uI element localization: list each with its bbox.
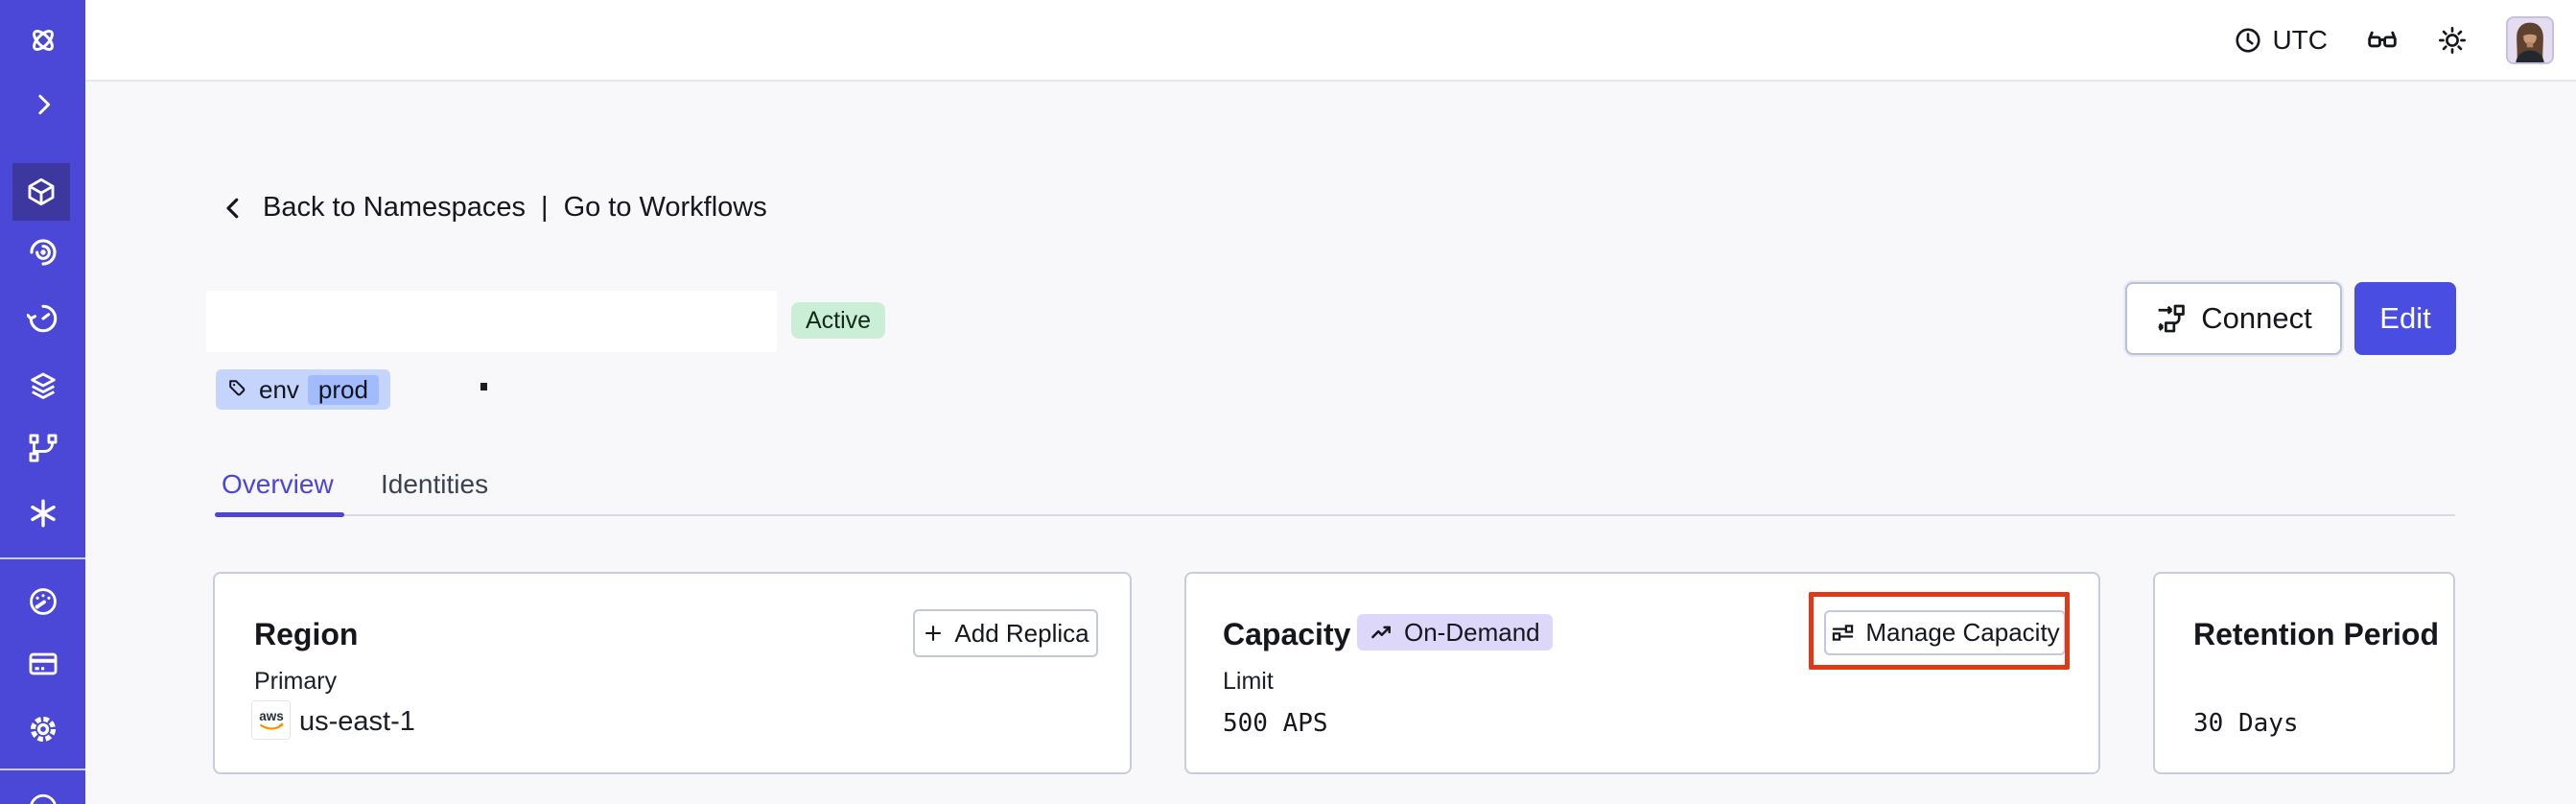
sidebar: [0, 0, 85, 804]
back-chevron-icon[interactable]: [219, 194, 247, 223]
region-card-title: Region: [254, 617, 359, 651]
region-card: Region Add Replica Primary aws us-east-1: [213, 572, 1132, 774]
timezone-selector[interactable]: UTC: [2234, 25, 2328, 56]
add-replica-label: Add Replica: [954, 618, 1089, 648]
ondemand-badge-label: On-Demand: [1404, 617, 1540, 647]
sidebar-item-billing[interactable]: [0, 635, 85, 693]
sidebar-item-monitor[interactable]: [0, 224, 85, 281]
tag-value-chip: prod: [307, 374, 379, 405]
gear-icon: [30, 716, 56, 743]
text-artifact-dot: [480, 383, 487, 390]
plus-icon: [922, 622, 945, 645]
sidebar-item-schedules[interactable]: [0, 290, 85, 347]
sliders-icon: [1830, 620, 1856, 646]
namespace-tag[interactable]: env prod: [216, 369, 390, 410]
spiral-icon: [29, 239, 57, 266]
sidebar-divider: [0, 769, 85, 770]
branch-icon: [29, 434, 57, 462]
trend-up-icon: [1370, 620, 1395, 646]
svg-text:aws: aws: [259, 709, 284, 723]
manage-capacity-button[interactable]: Manage Capacity: [1824, 610, 2066, 655]
light-mode-sun-icon[interactable]: [2437, 25, 2468, 56]
breadcrumb-workflows-link[interactable]: Go to Workflows: [563, 192, 767, 223]
capacity-limit-value: 500 APS: [1223, 709, 1328, 738]
sidebar-item-pipelines[interactable]: [0, 419, 85, 477]
clock-retry-icon: [26, 304, 57, 333]
add-replica-button[interactable]: Add Replica: [913, 609, 1098, 657]
topbar: UTC: [85, 0, 2576, 82]
capacity-card-title: Capacity: [1223, 617, 1351, 651]
retention-value: 30 Days: [2193, 709, 2299, 738]
cube-icon: [28, 177, 55, 206]
aws-provider-logo: aws: [251, 700, 291, 740]
limit-label: Limit: [1223, 668, 1274, 695]
tabs-underline: [215, 514, 2455, 516]
capacity-card: Capacity On-Demand Limit 500 APS Ma: [1184, 572, 2100, 774]
primary-label: Primary: [254, 668, 338, 695]
labs-glasses-icon[interactable]: [2366, 24, 2399, 57]
globe-icon: [29, 793, 57, 804]
asterisk-icon: [30, 499, 56, 528]
region-value: us-east-1: [299, 706, 415, 737]
status-badge: Active: [791, 302, 886, 339]
ondemand-badge: On-Demand: [1357, 614, 1553, 650]
breadcrumb: Back to Namespaces | Go to Workflows: [219, 192, 767, 224]
timezone-label: UTC: [2272, 24, 2328, 55]
breadcrumb-separator: |: [541, 192, 549, 223]
edit-button-label: Edit: [2379, 301, 2431, 335]
sidebar-item-settings[interactable]: [0, 700, 85, 758]
tab-active-indicator: [215, 512, 344, 517]
temporal-logo-icon[interactable]: [0, 12, 85, 69]
sidebar-divider: [0, 557, 85, 559]
edit-button[interactable]: Edit: [2354, 282, 2456, 355]
tag-icon: [227, 378, 250, 401]
manage-capacity-label: Manage Capacity: [1865, 618, 2060, 647]
tag-key: env: [259, 374, 299, 404]
sidebar-expand-chevron-icon[interactable]: [0, 76, 85, 133]
tab-identities[interactable]: Identities: [381, 469, 489, 499]
credit-card-icon: [29, 652, 57, 675]
namespace-title-redaction: [206, 291, 777, 352]
layers-icon: [30, 372, 56, 399]
gauge-icon: [29, 588, 57, 615]
sidebar-item-usage[interactable]: [0, 573, 85, 630]
connect-icon: [2155, 302, 2188, 335]
connect-button-label: Connect: [2201, 301, 2312, 335]
connect-button[interactable]: Connect: [2125, 282, 2342, 355]
tab-overview[interactable]: Overview: [222, 469, 334, 499]
sidebar-item-deployments[interactable]: [0, 357, 85, 414]
clock-icon: [2234, 26, 2262, 55]
retention-card: Retention Period 30 Days: [2153, 572, 2455, 774]
user-avatar[interactable]: [2506, 15, 2554, 64]
sidebar-item-namespaces[interactable]: [12, 163, 70, 221]
breadcrumb-back-link[interactable]: Back to Namespaces: [263, 192, 527, 223]
retention-card-title: Retention Period: [2193, 617, 2440, 651]
sidebar-item-partial[interactable]: [0, 787, 85, 804]
sidebar-item-nexus[interactable]: [0, 485, 85, 542]
